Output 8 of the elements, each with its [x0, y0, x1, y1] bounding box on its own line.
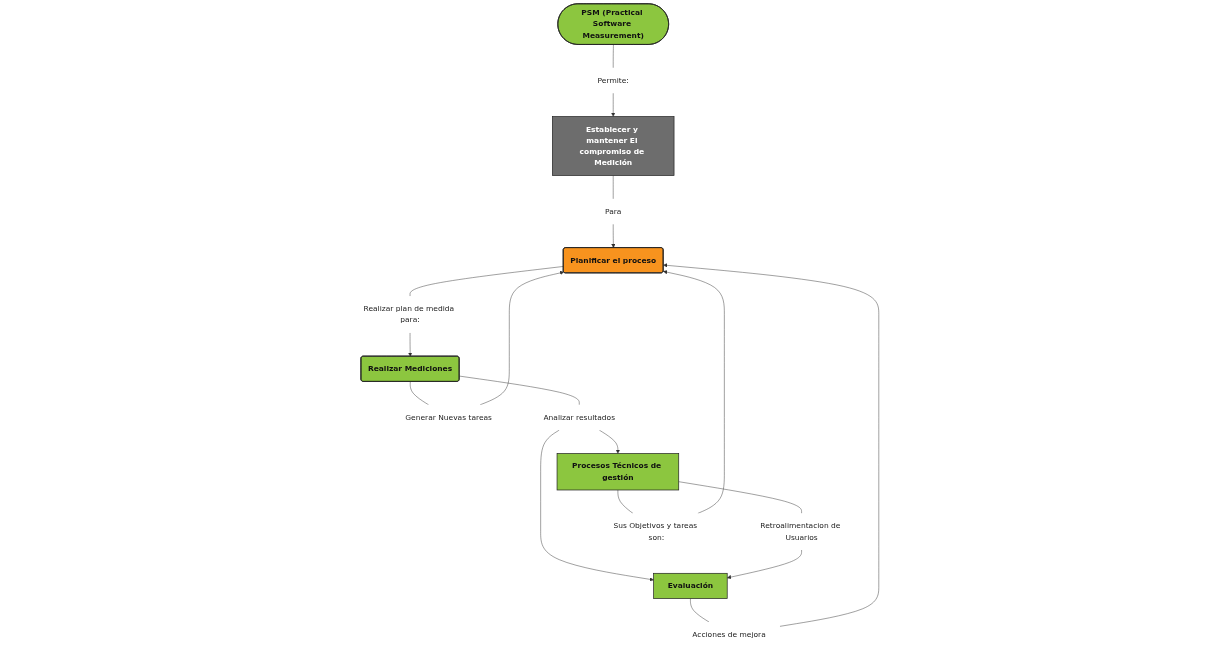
connector	[612, 175, 614, 200]
connector	[678, 481, 802, 514]
connector	[409, 266, 564, 297]
connector	[690, 598, 710, 623]
connector	[459, 375, 580, 406]
connector	[612, 44, 614, 69]
connector	[617, 489, 634, 514]
connector	[410, 381, 429, 406]
